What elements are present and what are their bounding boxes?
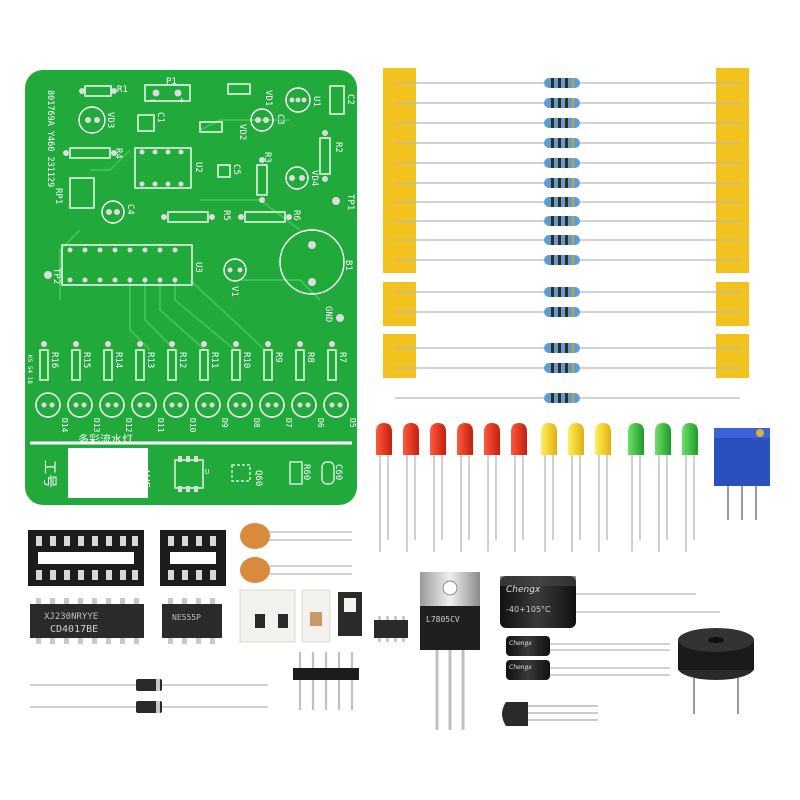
- res-label: R14: [113, 352, 123, 368]
- ref-r1: R1: [117, 85, 128, 95]
- led-yellow-group: [541, 423, 611, 455]
- smd-transistor: [338, 592, 362, 636]
- ref-tp2: TP2: [51, 268, 61, 284]
- resistor-tape-strip: [383, 68, 749, 378]
- led-label: D6: [316, 418, 325, 428]
- ref-v1: V1: [229, 286, 239, 297]
- cd4017-marking: CD4017BE: [50, 624, 98, 635]
- res-label: R12: [177, 352, 187, 368]
- resistor-bodies: [544, 78, 580, 403]
- smd-soic-chip: [374, 616, 408, 642]
- res-label: R16: [49, 352, 59, 368]
- smd-resistor-carrier: [239, 589, 296, 643]
- led-label: D14: [60, 418, 69, 433]
- ic-socket-16pin: [28, 530, 144, 586]
- ref-p1: P1: [166, 77, 177, 87]
- ref-u3: U3: [193, 262, 203, 273]
- res-label: R8: [305, 352, 315, 363]
- ref-tp1: TP1: [345, 194, 355, 210]
- ref-gnd: GND: [323, 306, 333, 322]
- electrolytic-capacitor-large: Chengx -40+105°C: [500, 576, 720, 628]
- led-label: D12: [124, 418, 133, 433]
- ne555-marking: NE555P: [172, 613, 201, 622]
- label-blank-box: [68, 448, 148, 498]
- res-label: R10: [241, 352, 251, 368]
- ref-q60: Q60: [253, 470, 263, 486]
- ref-r6: R6: [291, 210, 301, 221]
- pcb-title-cn: 多彩流水灯: [78, 432, 133, 446]
- res-label: R7: [337, 352, 347, 363]
- ref-plus: +: [179, 96, 185, 106]
- pcb-smt-label: SMT: [140, 468, 153, 488]
- cap-brand-small: Chengx: [509, 664, 532, 671]
- led-label: D13: [92, 418, 101, 433]
- regulator-marking: L7805CV: [426, 615, 460, 624]
- res-label: R9: [273, 352, 283, 363]
- trimmer-potentiometer: [714, 428, 770, 520]
- led-red-group: [376, 423, 527, 455]
- ref-minus: −: [150, 96, 156, 106]
- res-label: R13: [145, 352, 155, 368]
- pcb-serial: 801769A Y460 231129: [45, 90, 55, 187]
- cap-brand-large: Chengx: [506, 585, 541, 595]
- ceramic-capacitors: [240, 523, 352, 583]
- buzzer: [678, 628, 754, 714]
- led-row: [376, 423, 698, 552]
- smd-cap-carrier: [301, 589, 331, 643]
- led-green-group: [628, 423, 698, 455]
- pcb-stamp: 工号: [41, 460, 57, 488]
- ref-c4: C4: [125, 204, 135, 215]
- led-label: D10: [188, 418, 197, 433]
- ref-u1: U1: [311, 96, 321, 107]
- pcb-ref-labels: R1 P1 − + VD1 U1 C2 VD3 C1 VD2 C3 R4 U2 …: [51, 77, 355, 322]
- ref-c60: C60: [333, 464, 343, 480]
- ic-ne555: NE555P: [162, 598, 222, 644]
- ic-socket-8pin: [160, 530, 226, 586]
- pcb-smt-area: U Q60 R60 C60: [174, 456, 343, 492]
- ref-rp1: RP1: [53, 188, 63, 204]
- ref-vd1: VD1: [263, 90, 273, 106]
- silk-top-area: [61, 83, 345, 295]
- ref-r4: R4: [113, 148, 123, 159]
- led-label: D9: [220, 418, 229, 428]
- cap-rating-large: -40+105°C: [506, 605, 551, 614]
- ref-b1: B1: [343, 260, 353, 271]
- voltage-regulator-l7805: L7805CV: [420, 572, 480, 730]
- res-label: R15: [81, 352, 91, 368]
- res-label: R11: [209, 352, 219, 368]
- led-label: D7: [284, 418, 293, 428]
- ref-r5: R5: [221, 210, 231, 221]
- pcb-board: 801769A Y460 231129 多彩流水灯 工号 SMT KS 54 1…: [25, 70, 357, 505]
- ref-u2: U2: [193, 162, 203, 173]
- diodes: [30, 679, 268, 713]
- pcb-date-code: KS 54 18: [26, 355, 33, 384]
- ic-cd4017: XJ230NRYYE CD4017BE: [30, 598, 144, 644]
- ref-r2: R2: [333, 142, 343, 153]
- ref-vd4: VD4: [309, 170, 319, 186]
- ref-c2: C2: [345, 94, 355, 105]
- ref-vd3: VD3: [105, 112, 115, 128]
- electrolytic-capacitors-small: Chengx Chengx: [506, 636, 670, 680]
- ref-c3: C3: [275, 114, 285, 125]
- ref-u-smt: U: [205, 468, 209, 476]
- led-label: D11: [156, 418, 165, 433]
- ref-c5: C5: [231, 164, 241, 175]
- ref-r60: R60: [301, 464, 311, 480]
- ref-c1: C1: [155, 112, 165, 123]
- ref-vd2: VD2: [237, 124, 247, 140]
- led-label: D8: [252, 418, 261, 428]
- transistor-to92: [502, 702, 598, 726]
- pcb-resistor-row: R16 R15 R14 R13 R12 R11 R10 R9 R8 R7: [39, 341, 347, 381]
- pin-header: [293, 652, 359, 710]
- cap-brand-small: Chengx: [509, 640, 532, 647]
- cd4017-lot: XJ230NRYYE: [44, 612, 98, 622]
- pcb-led-row: D14 D13 D12 D11 D10 D9 D8 D7 D6 D5: [35, 392, 357, 433]
- led-label: D5: [348, 418, 357, 428]
- ref-r3: R3: [262, 152, 272, 163]
- pcb-pads: [44, 88, 344, 322]
